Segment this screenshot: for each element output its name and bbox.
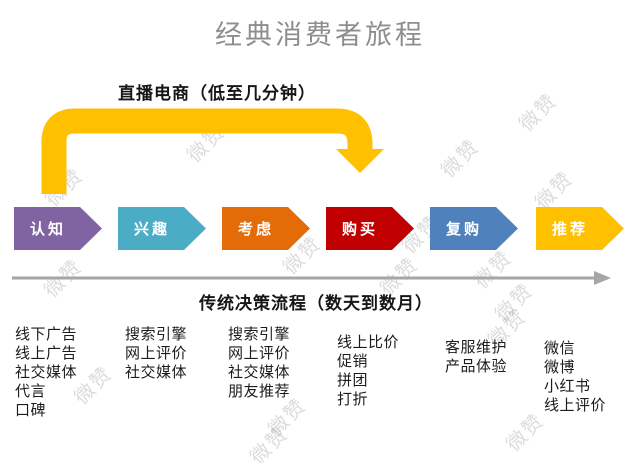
touchpoint-item: 线上广告	[15, 346, 78, 362]
touchpoint-item: 线上比价	[337, 335, 400, 351]
stage-touchpoints-5: 客服维护产品体验	[445, 339, 507, 377]
touchpoint-item: 网上评价	[125, 346, 188, 362]
touchpoint-item: 促销	[337, 354, 369, 370]
touchpoint-item: 社交媒体	[228, 365, 291, 381]
stage-touchpoints-6: 微信微博小红书线上评价	[544, 340, 606, 416]
stage-chevron-6: 推荐	[536, 207, 624, 250]
touchpoint-item: 搜索引擎	[125, 327, 188, 343]
touchpoint-item: 代言	[15, 384, 47, 400]
touchpoint-item: 微信	[544, 341, 576, 357]
stage-touchpoints-4: 线上比价促销拼团打折	[337, 334, 399, 410]
touchpoint-item: 客服维护	[445, 340, 508, 356]
touchpoint-item: 微博	[544, 360, 576, 376]
stage-touchpoints-2: 搜索引擎网上评价社交媒体	[125, 326, 187, 383]
touchpoint-item: 产品体验	[445, 359, 508, 375]
timeline-arrow	[12, 271, 611, 285]
stage-chevron-2: 兴趣	[118, 207, 206, 250]
touchpoint-item: 搜索引擎	[228, 327, 291, 343]
touchpoint-item: 朋友推荐	[228, 384, 291, 400]
touchpoint-item: 线下广告	[15, 327, 78, 343]
stage-chevron-1: 认知	[14, 207, 102, 250]
stage-touchpoints-3: 搜索引擎网上评价社交媒体朋友推荐	[228, 326, 290, 402]
traditional-process-label: 传统决策流程（数天到数月）	[199, 294, 433, 313]
touchpoint-item: 线上评价	[544, 398, 607, 414]
touchpoint-item: 网上评价	[228, 346, 291, 362]
touchpoint-item: 拼团	[337, 373, 369, 389]
live-commerce-arrow	[41, 108, 384, 194]
live-commerce-label: 直播电商（低至几分钟）	[118, 84, 316, 103]
touchpoint-item: 社交媒体	[125, 365, 188, 381]
touchpoint-item: 社交媒体	[15, 365, 78, 381]
timeline-arrowhead-icon	[594, 271, 611, 285]
touchpoint-item: 打折	[337, 392, 369, 408]
live-arrowhead-icon	[336, 149, 384, 173]
touchpoint-item: 口碑	[15, 403, 47, 419]
page-title: 经典消费者旅程	[215, 20, 425, 50]
touchpoint-item: 小红书	[544, 379, 591, 395]
stage-touchpoints-1: 线下广告线上广告社交媒体代言口碑	[15, 326, 77, 421]
